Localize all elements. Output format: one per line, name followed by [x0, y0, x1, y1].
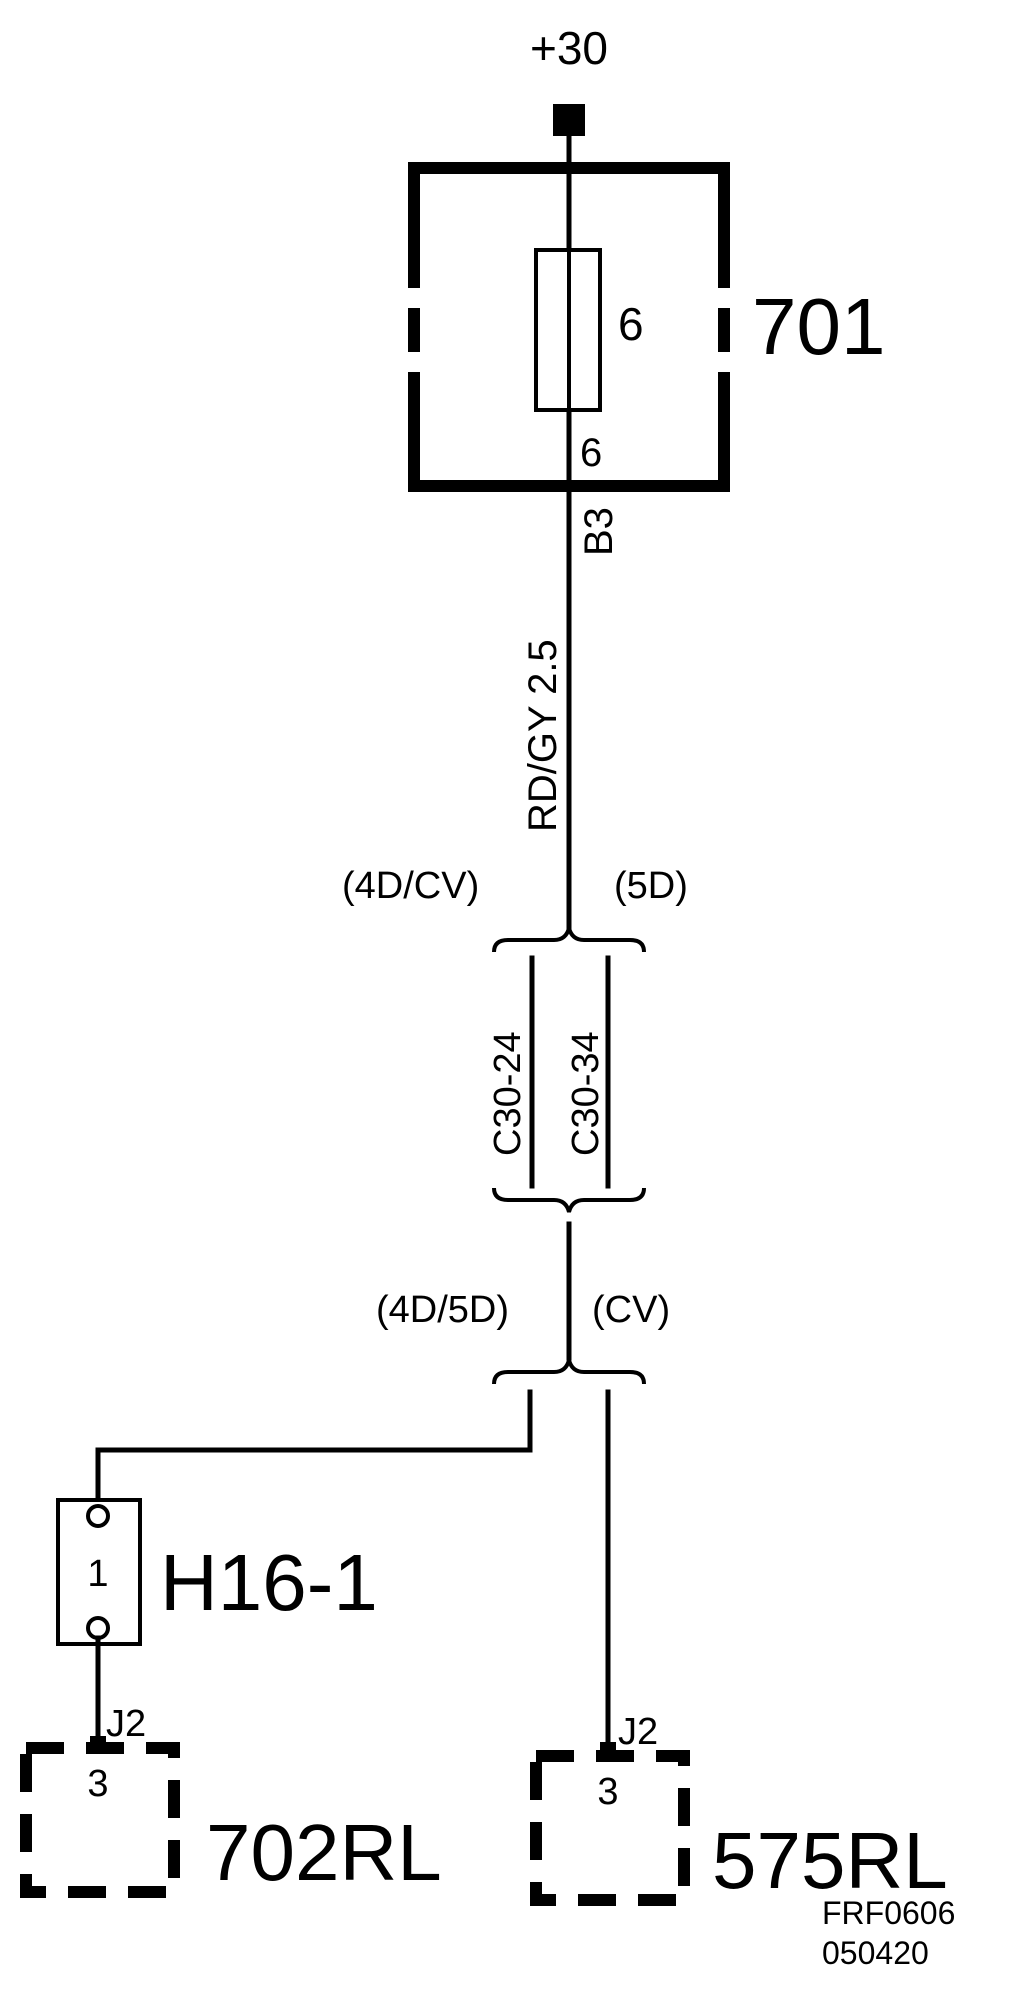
variant-label-bottom-left: (4D/5D)	[376, 1289, 509, 1331]
reference-date: 050420	[822, 1935, 929, 1971]
right-component-label: 575RL	[712, 1816, 948, 1905]
fuse-number: 6	[618, 298, 644, 350]
fuse-box-label: 701	[752, 282, 885, 371]
splice-label-right: C30-34	[565, 1031, 607, 1156]
variant-label-top-left: (4D/CV)	[342, 865, 479, 907]
connector-pin-marker-left	[90, 1736, 106, 1752]
right-pin-label: 3	[597, 1771, 618, 1813]
left-component-label: 702RL	[206, 1808, 442, 1897]
connector-pin-label: B3	[577, 507, 621, 556]
wire-label: RD/GY 2.5	[521, 639, 565, 832]
brace-middle	[492, 1187, 646, 1213]
fuse-output-pin: 6	[580, 431, 602, 475]
diode-terminal-top	[86, 1504, 110, 1528]
variant-label-bottom-right: (CV)	[592, 1289, 670, 1331]
left-branch-wire	[95, 1389, 533, 1503]
left-connector-label: J2	[106, 1703, 146, 1745]
right-connector-label: J2	[618, 1711, 658, 1753]
diode-terminal-bottom	[86, 1616, 110, 1640]
supply-label: +30	[530, 22, 608, 74]
fuse-box-701	[408, 162, 730, 492]
variant-label-top-right: (5D)	[614, 865, 688, 907]
diode-label: H16-1	[160, 1538, 378, 1627]
brace-bottom	[492, 1359, 646, 1385]
splice-label-left: C30-24	[487, 1031, 529, 1156]
brace-top	[492, 927, 646, 953]
diode-pin-label: 1	[87, 1553, 108, 1595]
reference-code: FRF0606	[822, 1895, 955, 1931]
connector-pin-marker-right	[600, 1742, 616, 1758]
left-pin-label: 3	[87, 1763, 108, 1805]
